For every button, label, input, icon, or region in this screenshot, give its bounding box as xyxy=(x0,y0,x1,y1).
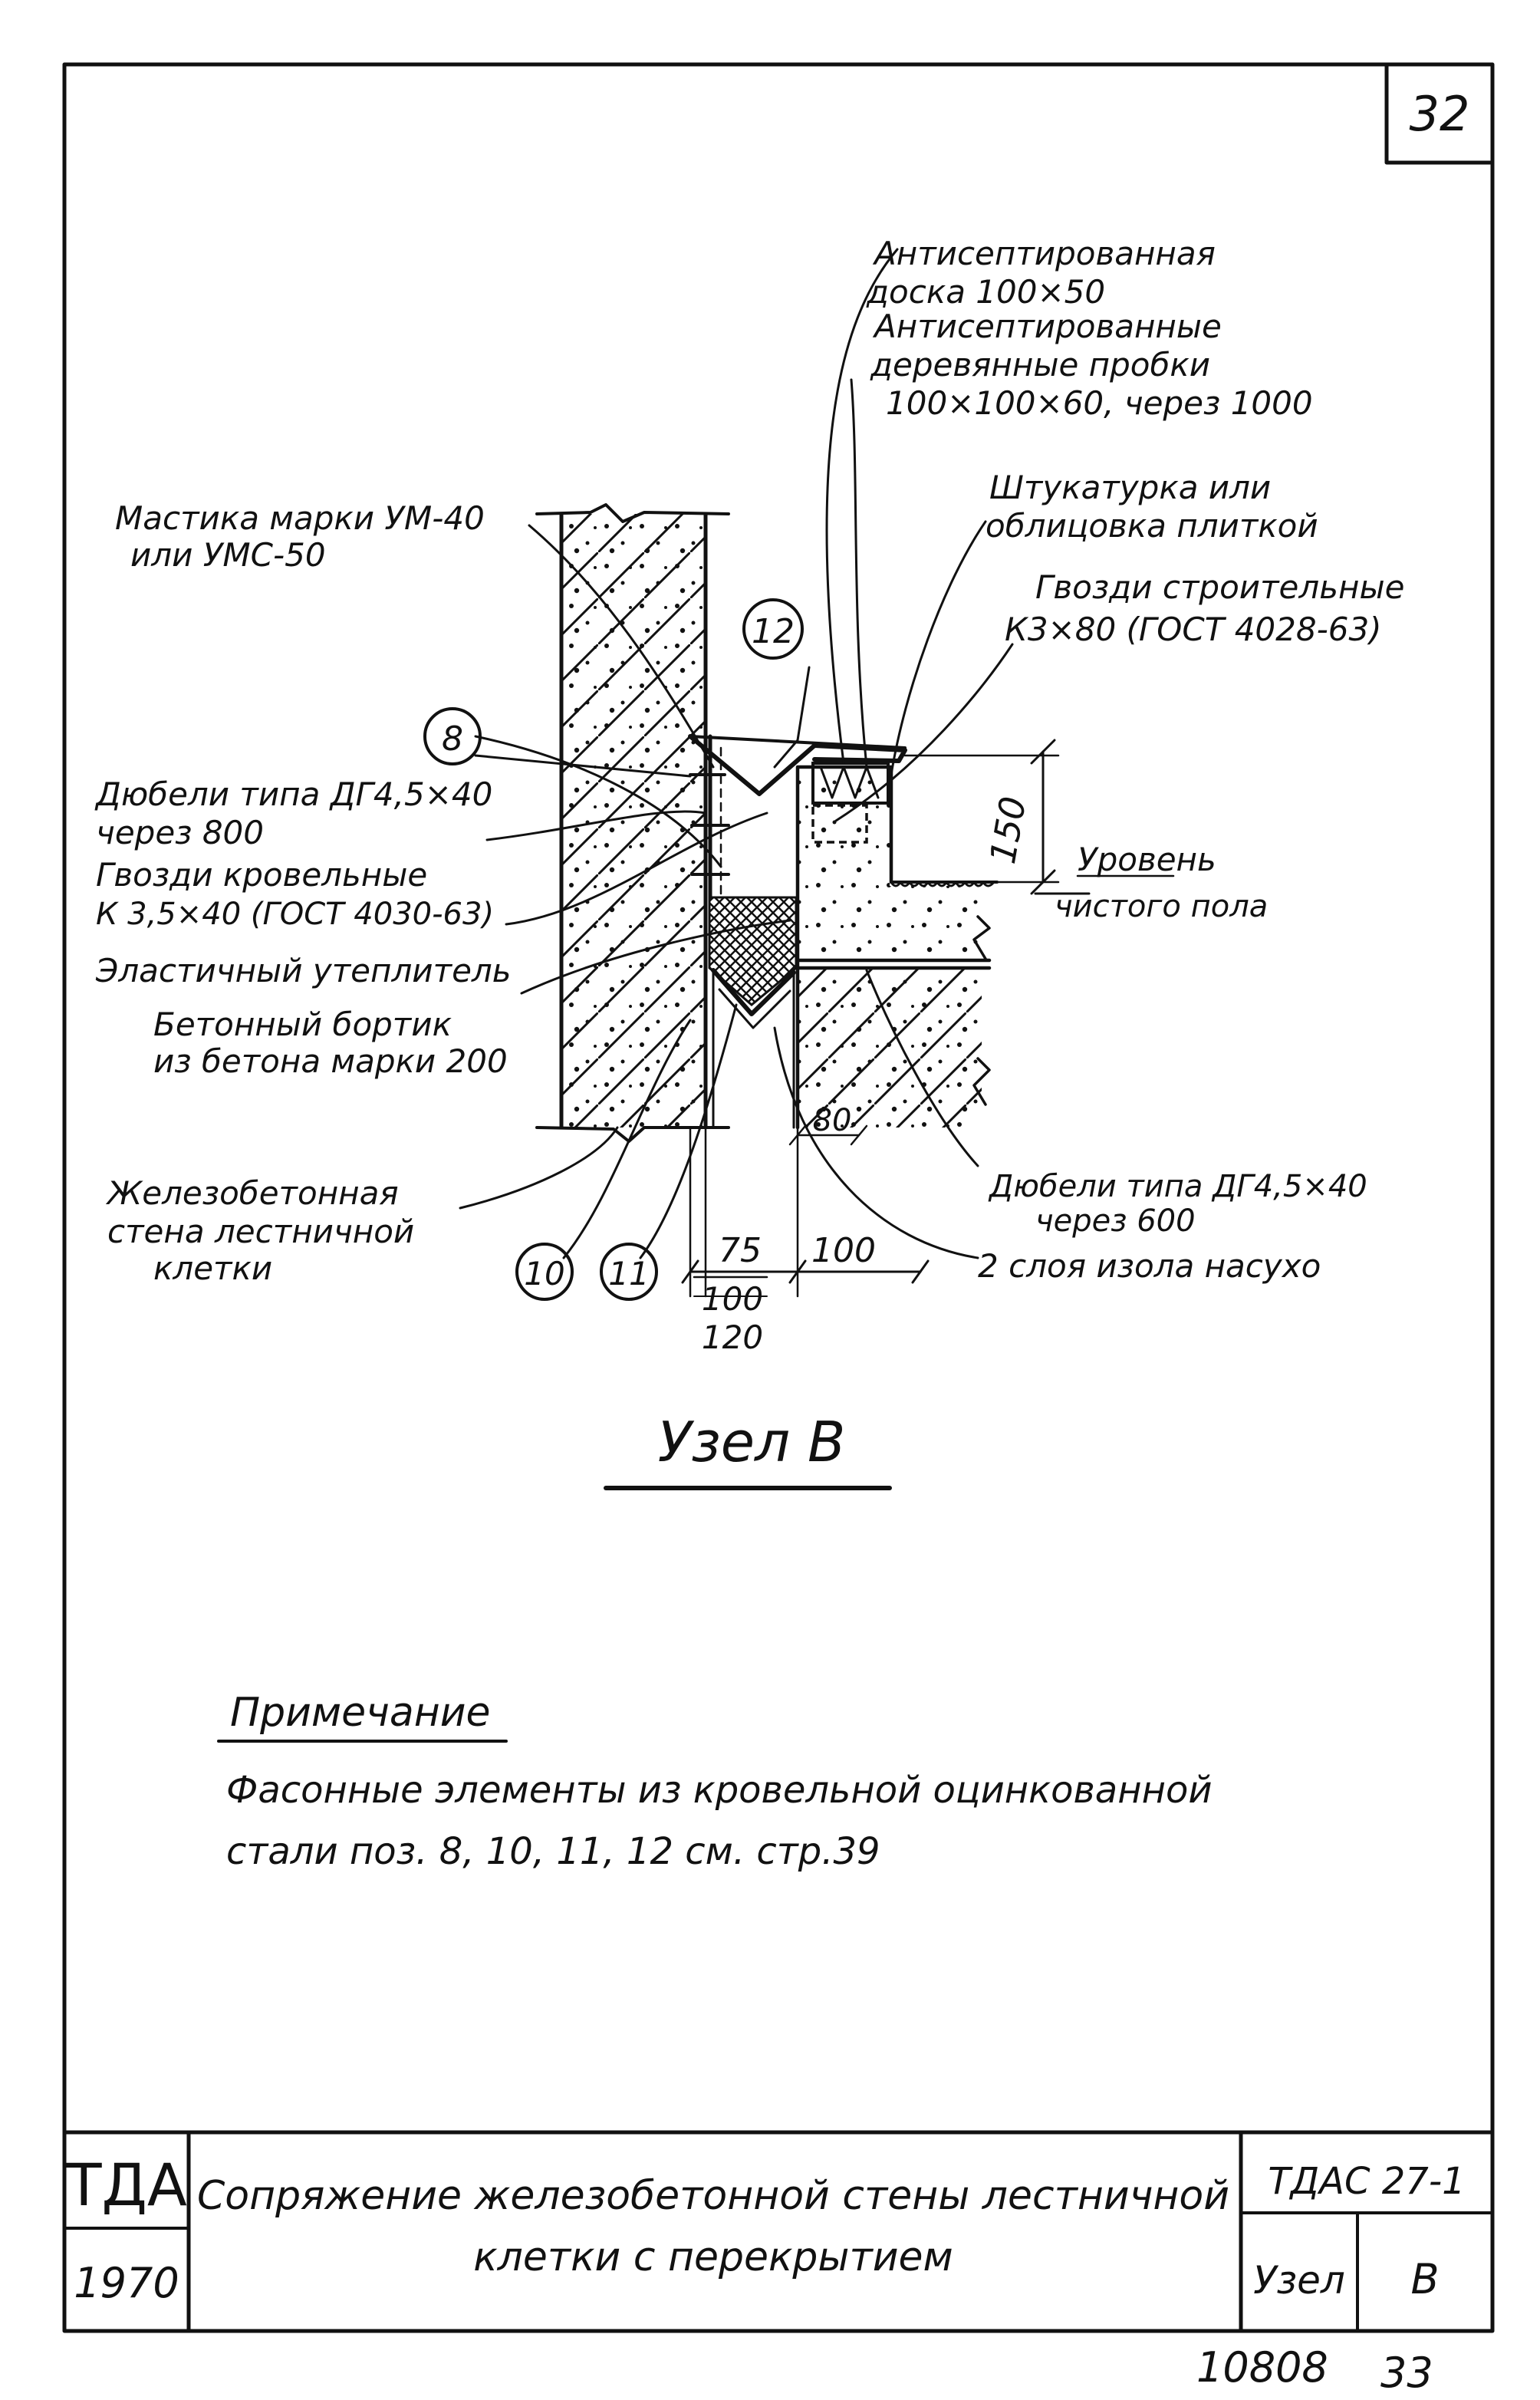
svg-text:Антисептированные: Антисептированные xyxy=(872,308,1222,345)
callout-mastic: Мастика марки УМ-40 или УМС-50 xyxy=(115,499,485,574)
svg-text:8: 8 xyxy=(442,719,463,759)
svg-text:12: 12 xyxy=(752,612,795,651)
svg-text:Дюбели типа ДГ4,5×40: Дюбели типа ДГ4,5×40 xyxy=(988,1169,1367,1204)
rc-wall-aggregate xyxy=(561,514,706,1128)
svg-text:Бетонный бортик: Бетонный бортик xyxy=(153,1006,452,1043)
node-label: Узел xyxy=(1253,2258,1345,2303)
node-letter: В xyxy=(1410,2255,1439,2303)
note-heading: Примечание xyxy=(230,1690,491,1736)
marker-11: 11 xyxy=(600,1243,658,1301)
svg-text:10: 10 xyxy=(524,1255,564,1292)
callout-concrete-curb: Бетонный бортик из бетона марки 200 xyxy=(153,1006,508,1080)
inventory-number: 10808 xyxy=(1196,2343,1328,2392)
sheet-frame xyxy=(62,62,1495,2333)
svg-text:Мастика марки УМ-40: Мастика марки УМ-40 xyxy=(115,499,485,537)
svg-text:через 600: через 600 xyxy=(1035,1203,1196,1239)
callout-antiseptic-plugs: Антисептированные деревянные пробки 100×… xyxy=(870,308,1313,422)
dim-75: 75 xyxy=(719,1231,762,1270)
svg-text:стена лестничной: стена лестничной xyxy=(107,1213,414,1250)
isol-layers-lines xyxy=(718,988,791,1029)
node-title: Узел В xyxy=(604,1410,892,1490)
dim-100: 100 xyxy=(811,1231,876,1270)
floor-slab-aggregate xyxy=(798,968,982,1128)
marker-12: 12 xyxy=(742,598,804,660)
marker-8: 8 xyxy=(423,707,482,765)
callout-nails-construction: Гвозди строительные К3×80 (ГОСТ 4028-63) xyxy=(1005,568,1404,648)
leader-lines xyxy=(459,248,1091,1259)
svg-text:Антисептированная: Антисептированная xyxy=(872,235,1216,272)
svg-text:доска 100×50: доска 100×50 xyxy=(866,273,1105,311)
slab-break xyxy=(972,1057,991,1106)
board-grain xyxy=(819,765,880,799)
callout-insulation: Эластичный утеплитель xyxy=(95,952,512,989)
title-block: ТДА 1970 Сопряжение железобетонной стены… xyxy=(62,2130,1495,2333)
page-number-box: 32 xyxy=(1384,62,1495,165)
svg-text:11: 11 xyxy=(608,1255,649,1292)
year: 1970 xyxy=(74,2259,179,2307)
floor-topping-fill xyxy=(890,886,982,961)
callout-nails-roofing: Гвозди кровельные К 3,5×40 (ГОСТ 4030-63… xyxy=(96,856,494,932)
concrete-curb-outline xyxy=(795,765,893,963)
dim-100b: 100 xyxy=(702,1280,763,1318)
svg-text:Эластичный утеплитель: Эластичный утеплитель xyxy=(95,952,512,989)
svg-text:или УМС-50: или УМС-50 xyxy=(130,536,326,574)
floor-slab-outline xyxy=(795,958,992,1130)
flashing-12-top xyxy=(689,735,907,749)
marker-10: 10 xyxy=(515,1243,574,1301)
note-line-2: стали поз. 8, 10, 11, 12 см. стр.39 xyxy=(226,1830,880,1873)
svg-text:К3×80 (ГОСТ 4028-63): К3×80 (ГОСТ 4028-63) xyxy=(1005,611,1382,648)
svg-text:клетки: клетки xyxy=(153,1249,272,1287)
callout-plaster: Штукатурка или облицовка плиткой xyxy=(986,469,1318,545)
wood-plug xyxy=(811,804,868,844)
note-block: Примечание Фасонные элементы из кровельн… xyxy=(217,1690,1213,1873)
rc-wall-outline xyxy=(559,512,708,1130)
node-title-text: Узел В xyxy=(658,1410,846,1474)
svg-text:Штукатурка или: Штукатурка или xyxy=(989,469,1271,506)
page-number: 32 xyxy=(1410,86,1470,142)
floor-break xyxy=(972,915,991,960)
org-code: ТДА xyxy=(65,2151,187,2219)
svg-text:облицовка плиткой: облицовка плиткой xyxy=(986,507,1318,545)
dim-80: 80 xyxy=(813,1103,852,1138)
note-line-1: Фасонные элементы из кровельной оцинкова… xyxy=(226,1769,1213,1812)
svg-text:из бетона марки 200: из бетона марки 200 xyxy=(153,1042,508,1080)
flashing-11 xyxy=(711,968,796,1016)
svg-text:Дюбели типа ДГ4,5×40: Дюбели типа ДГ4,5×40 xyxy=(94,775,492,813)
svg-text:Железобетонная: Железобетонная xyxy=(105,1174,399,1212)
callout-isol-layers: 2 слоя изола насухо xyxy=(978,1247,1321,1285)
dim-150: 150 xyxy=(982,793,1034,867)
callout-dowels-top: Дюбели типа ДГ4,5×40 через 800 xyxy=(94,775,492,851)
sheet-number: 33 xyxy=(1380,2349,1433,2397)
svg-text:Гвозди кровельные: Гвозди кровельные xyxy=(96,856,427,894)
callout-dowels-bottom: Дюбели типа ДГ4,5×40 через 600 xyxy=(988,1169,1367,1239)
callout-floor-level: Уровень чистого пола xyxy=(1055,841,1268,924)
svg-text:чистого пола: чистого пола xyxy=(1055,889,1268,924)
section-detail: 8 12 10 11 150 80 75 100 100 120 xyxy=(423,248,1091,1356)
callout-antiseptic-board: Антисептированная доска 100×50 xyxy=(866,235,1216,311)
elastic-insulation xyxy=(708,896,798,1006)
flashing-12 xyxy=(688,734,907,796)
svg-text:2 слоя изола насухо: 2 слоя изола насухо xyxy=(978,1247,1321,1285)
floor-covering xyxy=(890,881,995,887)
callout-rc-wall: Железобетонная стена лестничной клетки xyxy=(105,1174,414,1287)
svg-text:через 800: через 800 xyxy=(96,814,264,851)
dim-120: 120 xyxy=(702,1319,763,1356)
wall-break-top xyxy=(535,503,730,523)
title-line-1: Сопряжение железобетонной стены лестничн… xyxy=(197,2173,1229,2219)
svg-text:Гвозди строительные: Гвозди строительные xyxy=(1035,568,1404,606)
svg-text:К 3,5×40 (ГОСТ 4030-63): К 3,5×40 (ГОСТ 4030-63) xyxy=(96,897,494,932)
svg-text:100×100×60, через 1000: 100×100×60, через 1000 xyxy=(886,384,1313,422)
svg-text:деревянные пробки: деревянные пробки xyxy=(870,346,1210,384)
title-line-2: клетки с перекрытием xyxy=(473,2234,953,2280)
svg-text:Уровень: Уровень xyxy=(1078,841,1216,878)
doc-code: ТДАС 27-1 xyxy=(1268,2160,1465,2203)
